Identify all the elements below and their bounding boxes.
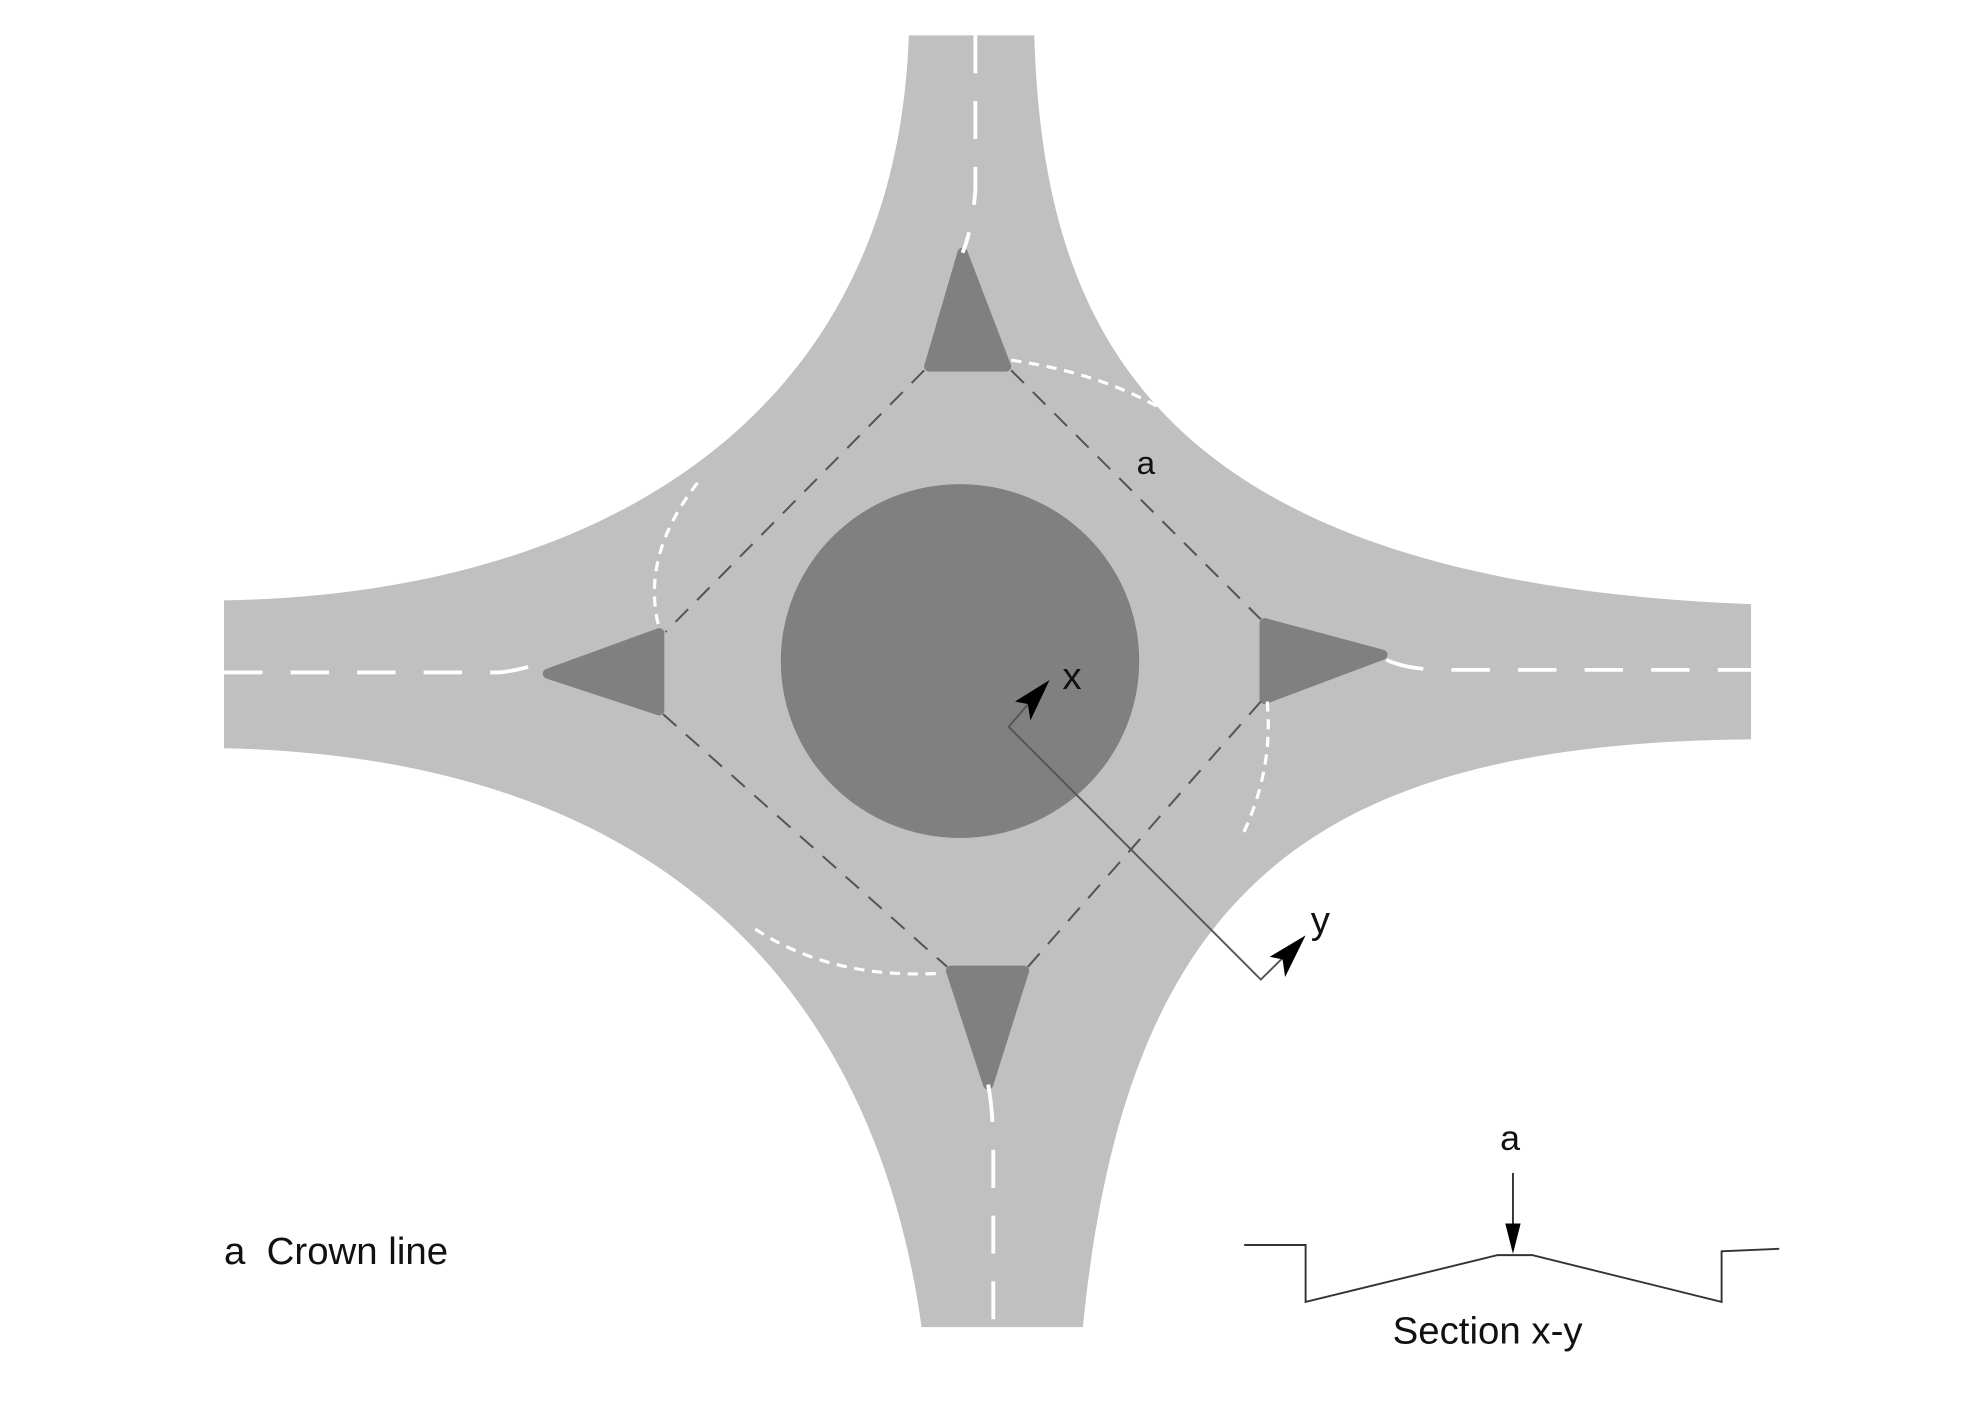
legend-crown-line: a Crown line [224, 1230, 448, 1273]
splitter-island-north [924, 247, 1012, 372]
axis-y-label: y [1311, 899, 1330, 942]
crown-line-marker: a [1137, 445, 1156, 482]
splitter-island-south [945, 965, 1030, 1090]
crown-arrow-icon [1505, 1223, 1521, 1254]
section-crown-marker: a [1500, 1118, 1520, 1158]
arrow-x-icon [1015, 680, 1050, 721]
axis-x-label: x [1062, 655, 1081, 698]
splitter-island-east [1259, 618, 1388, 705]
arrow-y-icon [1269, 935, 1306, 978]
central-island [780, 484, 1140, 839]
splitter-island-west [542, 628, 665, 716]
cross-section [1244, 1172, 1780, 1304]
crown-line [662, 369, 1262, 968]
yield-line-markings [652, 358, 1270, 976]
lane-centerlines [224, 35, 1752, 1328]
section-axis [1007, 680, 1306, 981]
section-title: Section x-y [1393, 1310, 1583, 1353]
